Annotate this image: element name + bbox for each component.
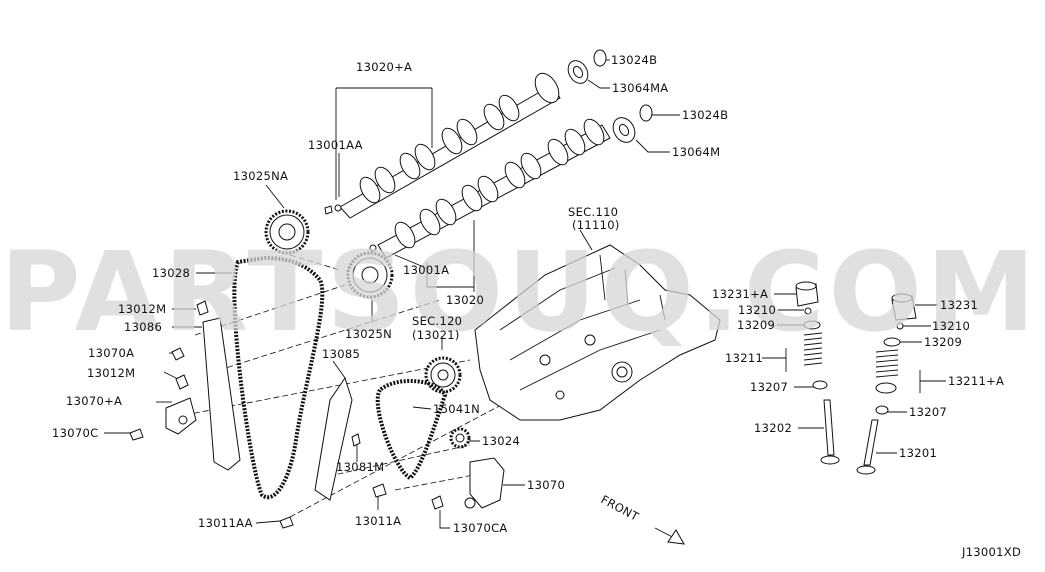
label-13211-left: 13211 [725,351,763,365]
watermark: PARTSOUQ.COM [0,228,1040,356]
exhaust-camshaft [369,118,611,259]
leader-lines [104,59,946,529]
label-13020: 13020 [446,293,484,307]
label-13210-left: 13210 [738,303,776,317]
pump-sprocket [449,427,471,449]
cylinder-head [474,244,721,421]
label-13202: 13202 [754,421,792,435]
valve-train-right [856,293,917,475]
label-13012M-bot: 13012M [87,366,135,380]
front-arrow [654,527,685,545]
label-13024: 13024 [482,434,520,448]
label-13086: 13086 [124,320,162,334]
label-13085: 13085 [322,347,360,361]
diagram-code: J13001XD [961,545,1021,559]
valve-train-left [795,281,840,465]
label-13001AA: 13001AA [308,138,363,152]
exhaust-sprocket [346,251,394,299]
timing-chain [232,255,448,499]
label-13070plusA: 13070+A [66,394,122,408]
label-13064MA: 13064MA [612,81,668,95]
label-13207-left: 13207 [750,380,788,394]
label-13070CA: 13070CA [453,521,508,535]
bolts [129,205,444,529]
label-13020A: 13020+A [356,60,412,74]
front-label: FRONT [599,492,642,524]
label-sec120: SEC.120 [412,314,462,328]
crank-sprocket [424,356,462,394]
label-13070: 13070 [527,478,565,492]
label-13011AA: 13011AA [198,516,253,530]
label-13209-left: 13209 [737,318,775,332]
label-13012M-top: 13012M [118,302,166,316]
label-13001A: 13001A [403,263,449,277]
tensioner-right [464,457,505,509]
label-13081M: 13081M [336,460,384,474]
label-13025NA: 13025NA [233,169,288,183]
chain-guides [202,317,353,501]
label-15041N: 15041N [433,402,480,416]
label-13070C: 13070C [52,426,98,440]
label-13024B-mid: 13024B [682,108,728,122]
intake-sprocket [264,209,310,255]
label-13070A: 13070A [88,346,134,360]
label-13231A: 13231+A [712,287,768,301]
label-sec120-ref: (13021) [412,328,460,342]
label-13207-right: 13207 [909,405,947,419]
label-13025N: 13025N [345,327,392,341]
label-13209-right: 13209 [924,335,962,349]
label-13201: 13201 [899,446,937,460]
camshaft-caps [567,49,653,143]
intake-camshaft [334,72,561,219]
label-13210-right: 13210 [932,319,970,333]
label-sec110-ref: (11110) [572,218,620,232]
label-sec110: SEC.110 [568,205,618,219]
tensioner-left [165,397,197,435]
label-13231: 13231 [940,298,978,312]
label-13028: 13028 [152,266,190,280]
label-13024B-top: 13024B [611,53,657,67]
label-13211A: 13211+A [948,374,1004,388]
label-13011A: 13011A [355,514,401,528]
label-13064M: 13064M [672,145,720,159]
